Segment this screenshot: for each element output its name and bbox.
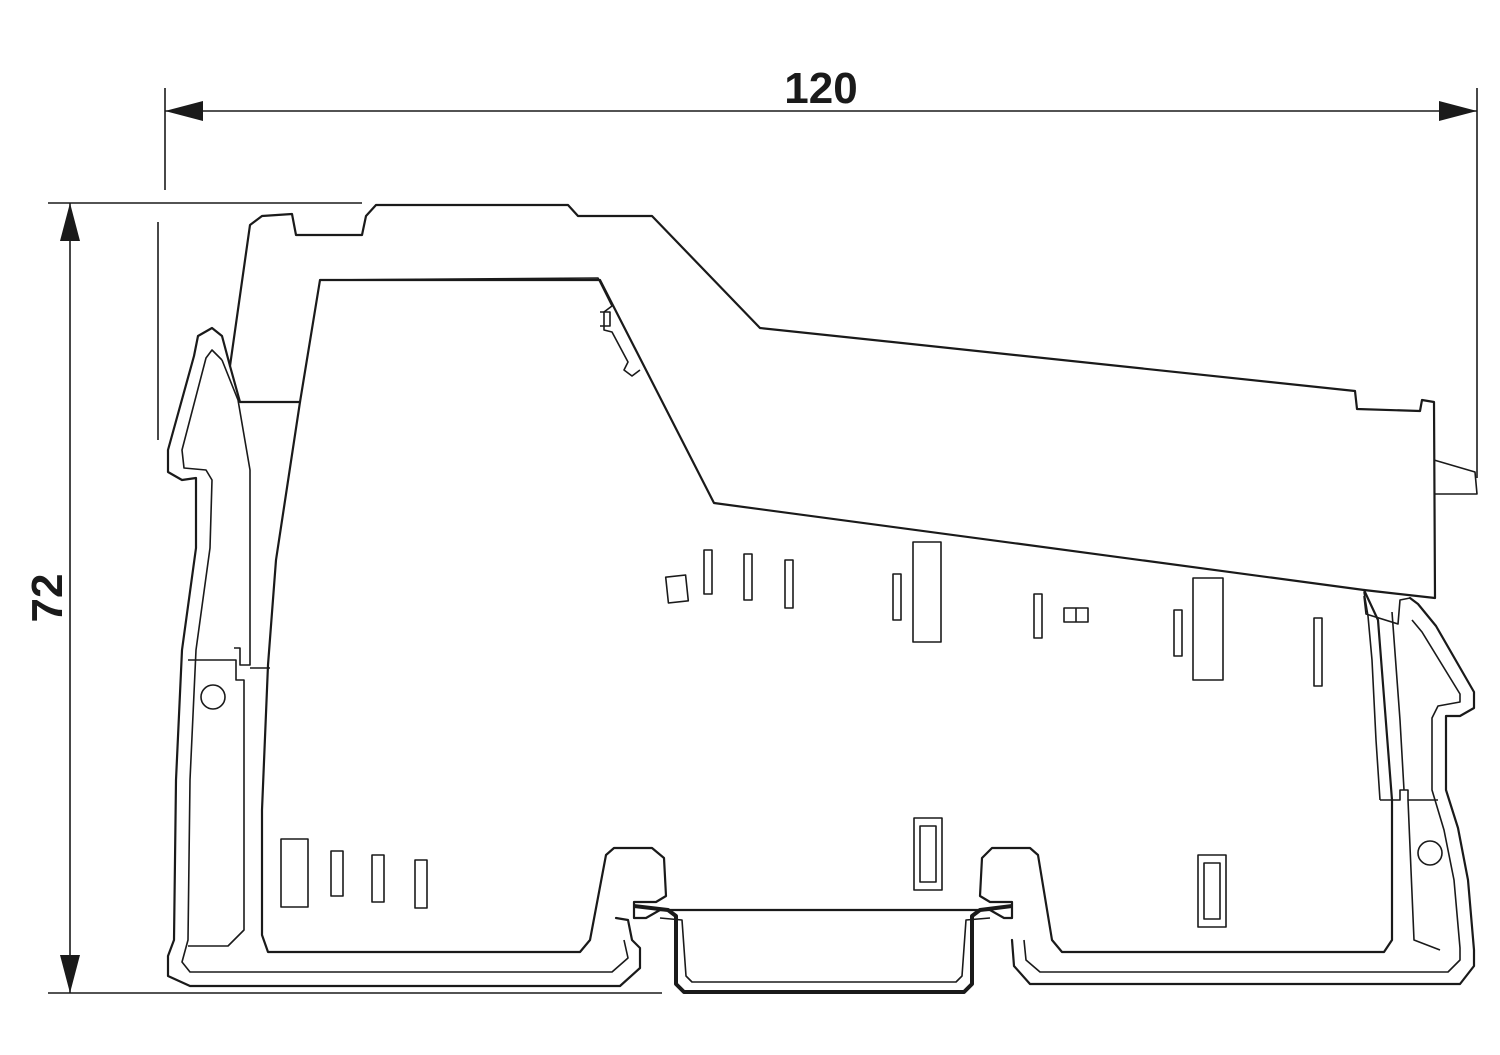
left-latch-spring	[221, 359, 251, 666]
lower-slot-3	[414, 859, 428, 909]
front-latch	[1433, 459, 1478, 495]
lower-connector-1-inner	[919, 825, 937, 883]
slot-3	[784, 559, 794, 609]
height-arrow-bottom	[60, 955, 80, 993]
width-arrow-left	[165, 101, 203, 121]
right-latch-spring	[1363, 591, 1381, 801]
width-arrow-right	[1439, 101, 1477, 121]
width-label: 120	[784, 64, 857, 113]
lower-slot-1	[330, 850, 344, 897]
slot-1	[703, 549, 713, 595]
height-dimension: 72	[23, 202, 662, 994]
slot-7	[1313, 617, 1323, 687]
slot-5	[1033, 593, 1043, 639]
slot-2	[743, 553, 753, 601]
slot-block-1	[912, 541, 942, 643]
slot-block-2	[1192, 577, 1224, 681]
lower-slot-2	[371, 854, 385, 903]
right-latch-outline	[1010, 596, 1476, 986]
lower-connector-2-inner	[1203, 862, 1221, 920]
contact-square	[664, 574, 690, 604]
din-rail-inner	[659, 917, 991, 983]
right-latch-body-inner	[1391, 611, 1405, 791]
left-latch-hole	[200, 684, 226, 710]
lower-connector-1	[913, 817, 943, 891]
slot-4	[892, 573, 902, 621]
slot-6	[1173, 609, 1183, 657]
height-arrow-top	[60, 203, 80, 241]
left-latch-body	[188, 659, 245, 947]
housing	[166, 203, 1478, 994]
internal-features	[280, 541, 1323, 928]
housing-cover-notch	[600, 311, 611, 327]
right-latch-hole	[1417, 840, 1443, 866]
lower-connector-2	[1197, 854, 1227, 928]
din-rail	[633, 904, 1013, 994]
right-latch-inner	[1023, 619, 1461, 973]
left-latch-outline	[166, 326, 642, 988]
housing-upper-outline	[228, 203, 1437, 600]
right-latch-clip	[1363, 595, 1411, 625]
width-dimension: 120	[164, 64, 1478, 478]
right-latch-body	[1380, 789, 1441, 951]
height-label: 72	[23, 574, 72, 623]
left-latch-inner	[181, 349, 629, 973]
lower-slot-block	[280, 838, 309, 908]
housing-cover-line	[319, 277, 641, 377]
